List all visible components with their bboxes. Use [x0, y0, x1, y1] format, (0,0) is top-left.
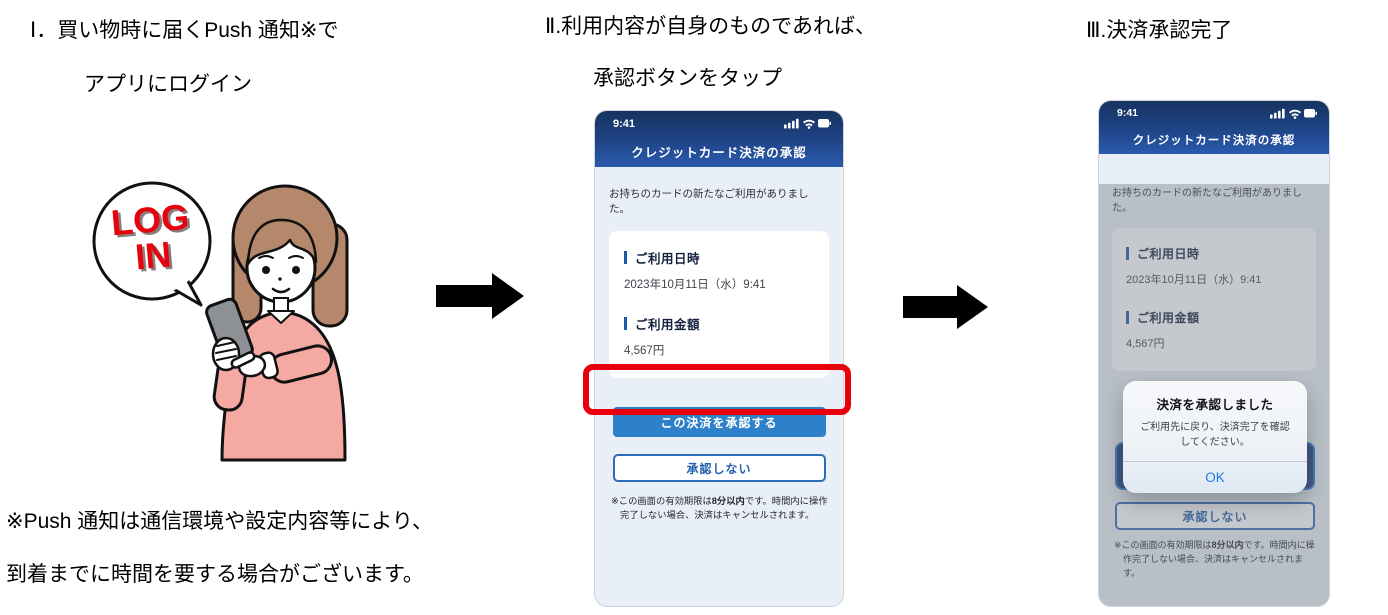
- footnote-line1: ※Push 通知は通信環境や設定内容等により、: [6, 510, 434, 533]
- datetime-label: ご利用日時: [635, 252, 701, 266]
- page-title: クレジットカード決済の承認: [1132, 134, 1296, 147]
- expiry-note-suffix: です。時間内に操作完了しない場合、決済はキャンセルされます。: [1123, 540, 1315, 578]
- battery-icon: [818, 119, 831, 128]
- woman-figure: [205, 184, 349, 462]
- phone-body: お持ちのカードの新たなご利用がありました。 ご利用日時 2023年10月11日（…: [595, 186, 843, 523]
- step2-heading-line1: Ⅱ.利用内容が自身のものであれば、: [545, 15, 876, 38]
- phone-body: お持ちのカードの新たなご利用がありました。 ご利用日時 2023年10月11日（…: [1099, 184, 1329, 606]
- login-text: IN: [133, 233, 172, 277]
- status-time: 9:41: [613, 117, 636, 130]
- phone-completion-screen: 9:41 クレジットカード決済の: [1098, 100, 1330, 607]
- arrow-right-icon: [903, 285, 988, 329]
- intro-text: お持ちのカードの新たなご利用がありました。: [609, 188, 809, 215]
- expiry-note: ※この画面の有効期限は8分以内です。時間内に操作完了しない場合、決済はキャンセル…: [609, 494, 829, 523]
- login-illustration: LOG IN LOG IN: [92, 181, 349, 462]
- approve-button-highlight: [583, 364, 851, 415]
- status-bar: 9:41: [595, 111, 843, 136]
- amount-value: 4,567円: [1126, 338, 1165, 350]
- decline-button[interactable]: 承認しない: [1115, 502, 1315, 530]
- step1-heading-line1: Ⅰ．買い物時に届くPush 通知※で: [30, 19, 339, 42]
- label-accent-bar: [1126, 311, 1129, 324]
- dialog-title: 決済を承認しました: [1156, 398, 1274, 412]
- dialog-message: ご利用先に戻り、決済完了を確認してください。: [1140, 422, 1290, 448]
- battery-icon: [1304, 108, 1317, 117]
- expiry-note-bold: 8分以内: [1211, 540, 1244, 550]
- datetime-label-row: ご利用日時: [1126, 245, 1302, 262]
- amount-label: ご利用金額: [635, 318, 701, 332]
- phone-header: 9:41 クレジットカード決済の: [1099, 101, 1329, 154]
- wifi-icon: [1288, 109, 1302, 119]
- datetime-value: 2023年10月11日（水）9:41: [624, 279, 766, 291]
- usage-card: ご利用日時 2023年10月11日（水）9:41 ご利用金額 4,567円: [609, 231, 829, 378]
- decline-button[interactable]: 承認しない: [612, 454, 826, 482]
- wifi-icon: [802, 119, 816, 129]
- expiry-note-suffix: です。時間内に操作完了しない場合、決済はキャンセルされます。: [620, 496, 828, 521]
- status-icons: [1270, 108, 1317, 119]
- nav-bar: クレジットカード決済の承認: [1099, 125, 1329, 154]
- status-bar: 9:41: [1099, 101, 1329, 125]
- label-accent-bar: [624, 251, 627, 264]
- dialog-ok-button[interactable]: OK: [1205, 470, 1225, 485]
- nav-bar: クレジットカード決済の承認: [595, 136, 843, 167]
- footnote-line2: 到着までに時間を要する場合がございます。: [6, 563, 424, 586]
- step2-heading-line2: 承認ボタンをタップ: [593, 67, 782, 90]
- expiry-note-bold: 8分以内: [711, 496, 745, 506]
- datetime-value: 2023年10月11日（水）9:41: [1126, 274, 1262, 286]
- amount-value: 4,567円: [624, 345, 665, 357]
- signal-icon: [1270, 108, 1285, 118]
- label-accent-bar: [1126, 247, 1129, 260]
- signal-icon: [784, 118, 799, 129]
- login-text-shadow: IN: [136, 236, 175, 280]
- intro-text: お持ちのカードの新たなご利用がありました。: [1112, 188, 1302, 214]
- arrow-right-icon: [436, 273, 524, 319]
- expiry-note: ※この画面の有効期限は8分以内です。時間内に操作完了しない場合、決済はキャンセル…: [1112, 539, 1316, 581]
- datetime-label: ご利用日時: [1137, 247, 1200, 261]
- status-time: 9:41: [1117, 107, 1139, 119]
- page-title: クレジットカード決済の承認: [631, 146, 807, 160]
- expiry-note-prefix: ※この画面の有効期限は: [611, 496, 712, 506]
- phone-header: 9:41 クレジットカード決済の: [595, 111, 843, 167]
- dialog-separator: [1123, 461, 1307, 462]
- step1-heading-line2: アプリにログイン: [84, 73, 252, 96]
- approval-complete-dialog: 決済を承認しました ご利用先に戻り、決済完了を確認してください。 OK: [1123, 381, 1307, 493]
- label-accent-bar: [624, 317, 627, 330]
- amount-label-row: ご利用金額: [624, 314, 814, 333]
- amount-label: ご利用金額: [1137, 311, 1200, 325]
- usage-card: ご利用日時 2023年10月11日（水）9:41 ご利用金額 4,567円: [1112, 228, 1316, 371]
- expiry-note-prefix: ※この画面の有効期限は: [1114, 540, 1212, 550]
- amount-label-row: ご利用金額: [1126, 309, 1302, 326]
- login-text-shadow: LOG: [112, 198, 193, 246]
- speech-bubble: LOG IN LOG IN: [92, 181, 212, 307]
- login-text: LOG: [109, 196, 190, 244]
- step3-heading: Ⅲ.決済承認完了: [1086, 19, 1233, 42]
- phone-approval-screen: 9:41 クレジットカード決済の: [594, 110, 844, 607]
- status-icons: [784, 118, 831, 129]
- datetime-label-row: ご利用日時: [624, 248, 814, 267]
